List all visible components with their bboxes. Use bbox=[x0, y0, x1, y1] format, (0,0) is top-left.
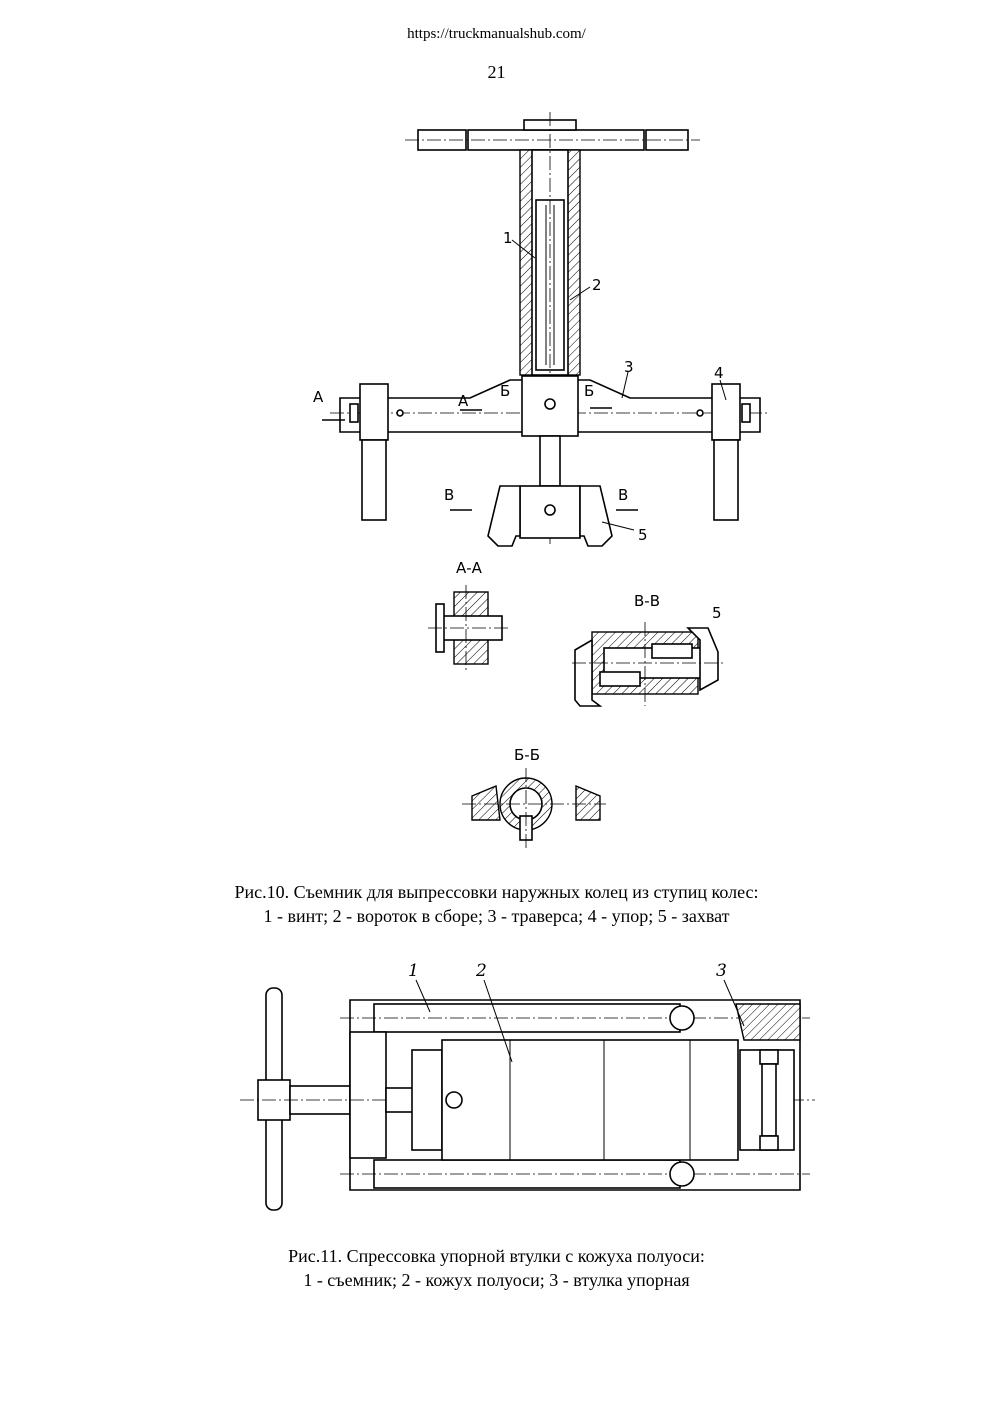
fig11-label-2: 2 bbox=[475, 961, 487, 981]
fig10-section-a-left: A bbox=[313, 388, 324, 406]
figure-10-caption-line-2: 1 - винт; 2 - вороток в сборе; 3 - траве… bbox=[263, 906, 730, 926]
fig10-label-4: 4 bbox=[714, 364, 724, 382]
fig10-label-3: 3 bbox=[624, 358, 634, 376]
figure-11-caption-line-2: 1 - съемник; 2 - кожух полуоси; 3 - втул… bbox=[303, 1270, 690, 1290]
fig10-label-5: 5 bbox=[638, 526, 648, 544]
section-vv-label-5: 5 bbox=[712, 604, 722, 622]
fig11-label-3: 3 bbox=[716, 961, 727, 981]
fig10-label-1: 1 bbox=[503, 229, 513, 247]
page-number: 21 bbox=[487, 62, 506, 82]
fig11-label-1: 1 bbox=[408, 961, 419, 981]
fig10-section-b-right: Б bbox=[584, 382, 594, 400]
figure-11-caption-line-1: Рис.11. Спрессовка упорной втулки с кожу… bbox=[288, 1246, 705, 1266]
section-aa-title: А-А bbox=[456, 559, 483, 577]
figure-10-caption-line-1: Рис.10. Съемник для выпрессовки наружных… bbox=[234, 882, 759, 902]
fig10-section-v-left: В bbox=[444, 486, 454, 504]
figure-10-sections: А-А В-В 5 Б-Б bbox=[428, 559, 724, 848]
figure-11-drawing: 1 2 3 bbox=[240, 961, 815, 1211]
fig10-section-v-right: В bbox=[618, 486, 628, 504]
figure-11-caption: Рис.11. Спрессовка упорной втулки с кожу… bbox=[0, 1244, 993, 1292]
source-url: https://truckmanualshub.com/ bbox=[407, 26, 586, 42]
fig10-section-a-right: A bbox=[458, 392, 469, 410]
fig10-label-2: 2 bbox=[592, 276, 602, 294]
section-vv-title: В-В bbox=[634, 592, 660, 610]
fig10-section-b-left: Б bbox=[500, 382, 510, 400]
figure-10-drawing: 1 2 3 4 5 A A Б Б В В bbox=[313, 112, 770, 547]
section-bb-title: Б-Б bbox=[514, 746, 540, 764]
figure-10-caption: Рис.10. Съемник для выпрессовки наружных… bbox=[0, 880, 993, 928]
